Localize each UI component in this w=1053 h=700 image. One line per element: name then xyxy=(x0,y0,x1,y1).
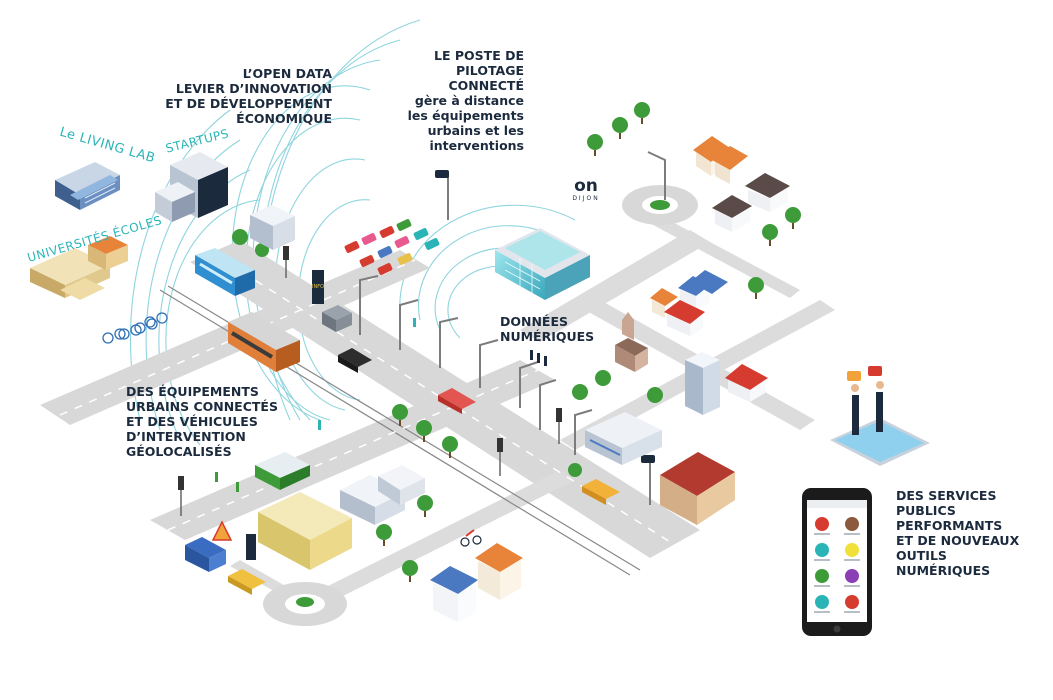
tower-building xyxy=(685,352,720,415)
lamp-sensor xyxy=(435,170,449,178)
poste-line-2: PILOTAGE xyxy=(456,63,524,78)
street-lamps xyxy=(359,151,666,505)
equipements-line-2: URBAINS CONNECTÉS xyxy=(126,399,278,414)
grey-van xyxy=(322,305,352,332)
museum-building xyxy=(660,452,735,525)
cyclist xyxy=(460,529,482,547)
open-data-line-2: LEVIER D’INNOVATION xyxy=(175,81,332,96)
logo-mark: on xyxy=(574,176,598,196)
taxi xyxy=(582,479,620,505)
tram xyxy=(228,312,300,372)
open-data-label: L’OPEN DATA LEVIER D’INNOVATION ET DE DÉ… xyxy=(165,66,332,126)
roadwork-sign xyxy=(211,520,233,541)
services-line-2: PUBLICS xyxy=(896,503,956,518)
poste-line-6: urbains et les xyxy=(427,123,524,138)
university-buildings xyxy=(30,236,128,300)
services-line-4: ET DE NOUVEAUX xyxy=(896,533,1020,548)
equipements-label: DES ÉQUIPEMENTS URBAINS CONNECTÉS ET DES… xyxy=(126,384,278,459)
poste-line-7: interventions xyxy=(429,138,524,153)
white-office-buildings xyxy=(340,465,425,525)
bike-rack xyxy=(102,312,168,344)
open-data-line-4: ÉCONOMIQUE xyxy=(236,111,332,126)
services-publics-label: DES SERVICES PUBLICS PERFORMANTS ET DE N… xyxy=(896,488,1019,578)
on-dijon-logo: on DIJON xyxy=(568,178,604,203)
donnees-numeriques-label: DONNÉES NUMÉRIQUES xyxy=(500,314,594,344)
services-line-6: NUMÉRIQUES xyxy=(896,563,991,578)
police-car xyxy=(338,348,372,373)
donnees-line-2: NUMÉRIQUES xyxy=(500,329,595,344)
bus-stop-panel xyxy=(246,534,256,560)
warehouse-building xyxy=(585,412,662,465)
lamp-sensor-2 xyxy=(641,455,655,463)
blue-van xyxy=(185,537,226,572)
poste-line-5: les équipements xyxy=(407,108,524,123)
church-building xyxy=(615,312,648,372)
services-line-3: PERFORMANTS xyxy=(896,518,1003,533)
equipements-line-3: ET DES VÉHICULES xyxy=(126,414,258,429)
poste-line-1: LE POSTE DE xyxy=(434,48,524,63)
traffic-lights xyxy=(178,246,562,516)
trees xyxy=(232,102,801,582)
garbage-truck xyxy=(255,452,310,490)
yellow-car xyxy=(228,569,266,595)
houses xyxy=(430,136,790,622)
poste-pilotage-label: LE POSTE DE PILOTAGE CONNECTÉ gère à dis… xyxy=(408,48,524,153)
poste-line-3: CONNECTÉ xyxy=(448,78,524,93)
smartphone xyxy=(802,488,872,636)
pedestrians xyxy=(215,318,547,492)
services-line-1: DES SERVICES xyxy=(896,488,997,503)
info-panel-text: INFO xyxy=(312,284,324,290)
equipements-line-4: D’INTERVENTION xyxy=(126,429,246,444)
school-building xyxy=(258,492,352,570)
equipements-line-5: GÉOLOCALISÉS xyxy=(126,444,232,459)
info-panel xyxy=(312,270,324,304)
tablet-illustration xyxy=(830,366,930,466)
office-building xyxy=(250,205,295,250)
open-data-line-3: ET DE DÉVELOPPEMENT xyxy=(165,96,332,111)
logo-sub: DIJON xyxy=(572,195,600,202)
vehicles xyxy=(185,219,620,595)
poste-line-4: gère à distance xyxy=(414,93,524,108)
services-line-5: OUTILS xyxy=(896,548,947,563)
startups-building xyxy=(155,152,228,222)
living-lab-building xyxy=(55,162,120,210)
bus xyxy=(195,248,255,296)
parked-cars xyxy=(344,219,440,275)
equipements-line-1: DES ÉQUIPEMENTS xyxy=(126,384,259,399)
open-data-line-1: L’OPEN DATA xyxy=(242,66,332,81)
data-center-building xyxy=(495,228,590,300)
donnees-line-1: DONNÉES xyxy=(500,314,569,329)
red-car xyxy=(438,388,476,414)
